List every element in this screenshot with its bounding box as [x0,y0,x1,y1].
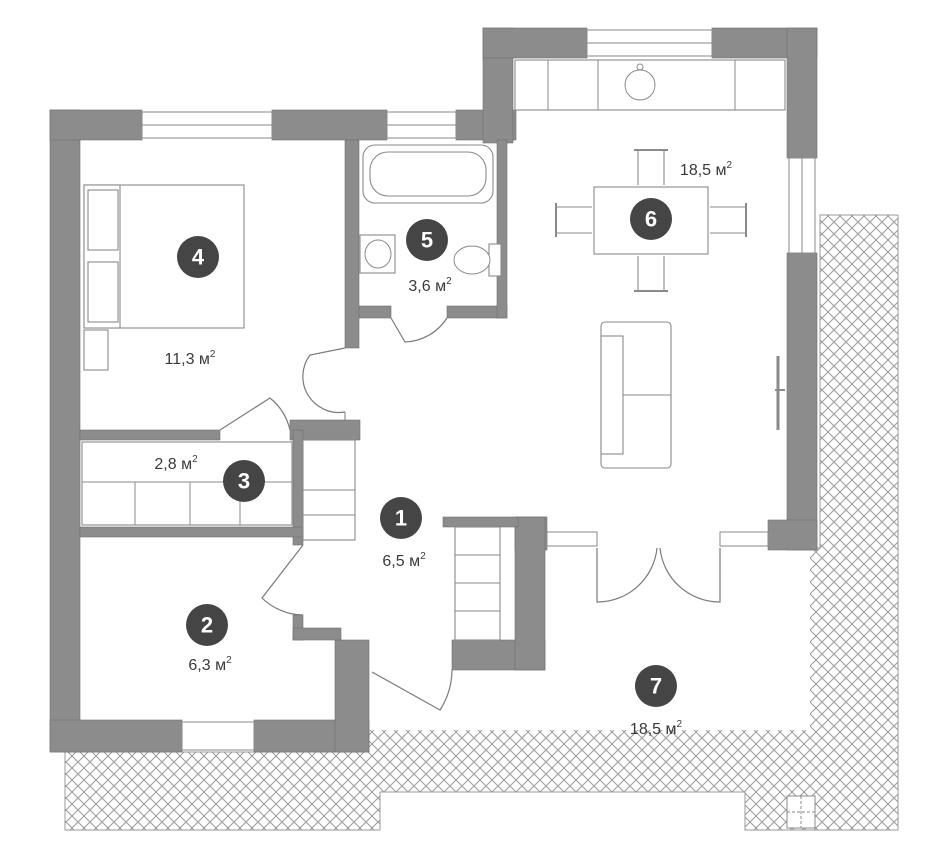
windows [141,29,816,751]
toilet-icon [453,243,502,277]
room-badge-4: 4 [177,236,219,278]
room-number: 2 [201,613,213,638]
room-area-7: 18,5 м2 [630,719,683,738]
window-icon [546,531,598,547]
room-number: 4 [192,245,205,270]
room-area-4: 11,3 м2 [165,349,216,368]
sink-icon [359,234,396,274]
window-icon [719,531,769,547]
door-icon [219,317,721,711]
room-badge-1: 1 [380,497,422,539]
room-number: 7 [650,674,662,699]
stairs-icon [302,439,501,641]
bathtub-icon [362,144,494,204]
tv-icon [775,356,785,430]
room-number: 5 [421,228,433,253]
room-badge-3: 3 [223,460,265,502]
room-number: 3 [238,469,250,494]
room-area-6: 18,5 м2 [680,160,733,179]
room-badge-2: 2 [186,604,228,646]
interior-walls [79,139,519,641]
room-badge-6: 6 [630,198,672,240]
room-area-5: 3,6 м2 [408,276,452,295]
plan-mark-icon [786,795,816,829]
room-area-1: 6,5 м2 [382,551,426,570]
exterior-walls [49,27,818,753]
window-icon [181,721,255,751]
room-area-2: 6,3 м2 [188,655,232,674]
room-badge-5: 5 [406,219,448,261]
room-area-3: 2,8 м2 [154,454,198,473]
room-badge-7: 7 [635,665,677,707]
sofa-icon [600,321,672,469]
chair-icon [555,149,747,292]
room-number: 6 [645,207,657,232]
room-number: 1 [395,506,407,531]
kitchen-counter-icon [514,59,786,111]
